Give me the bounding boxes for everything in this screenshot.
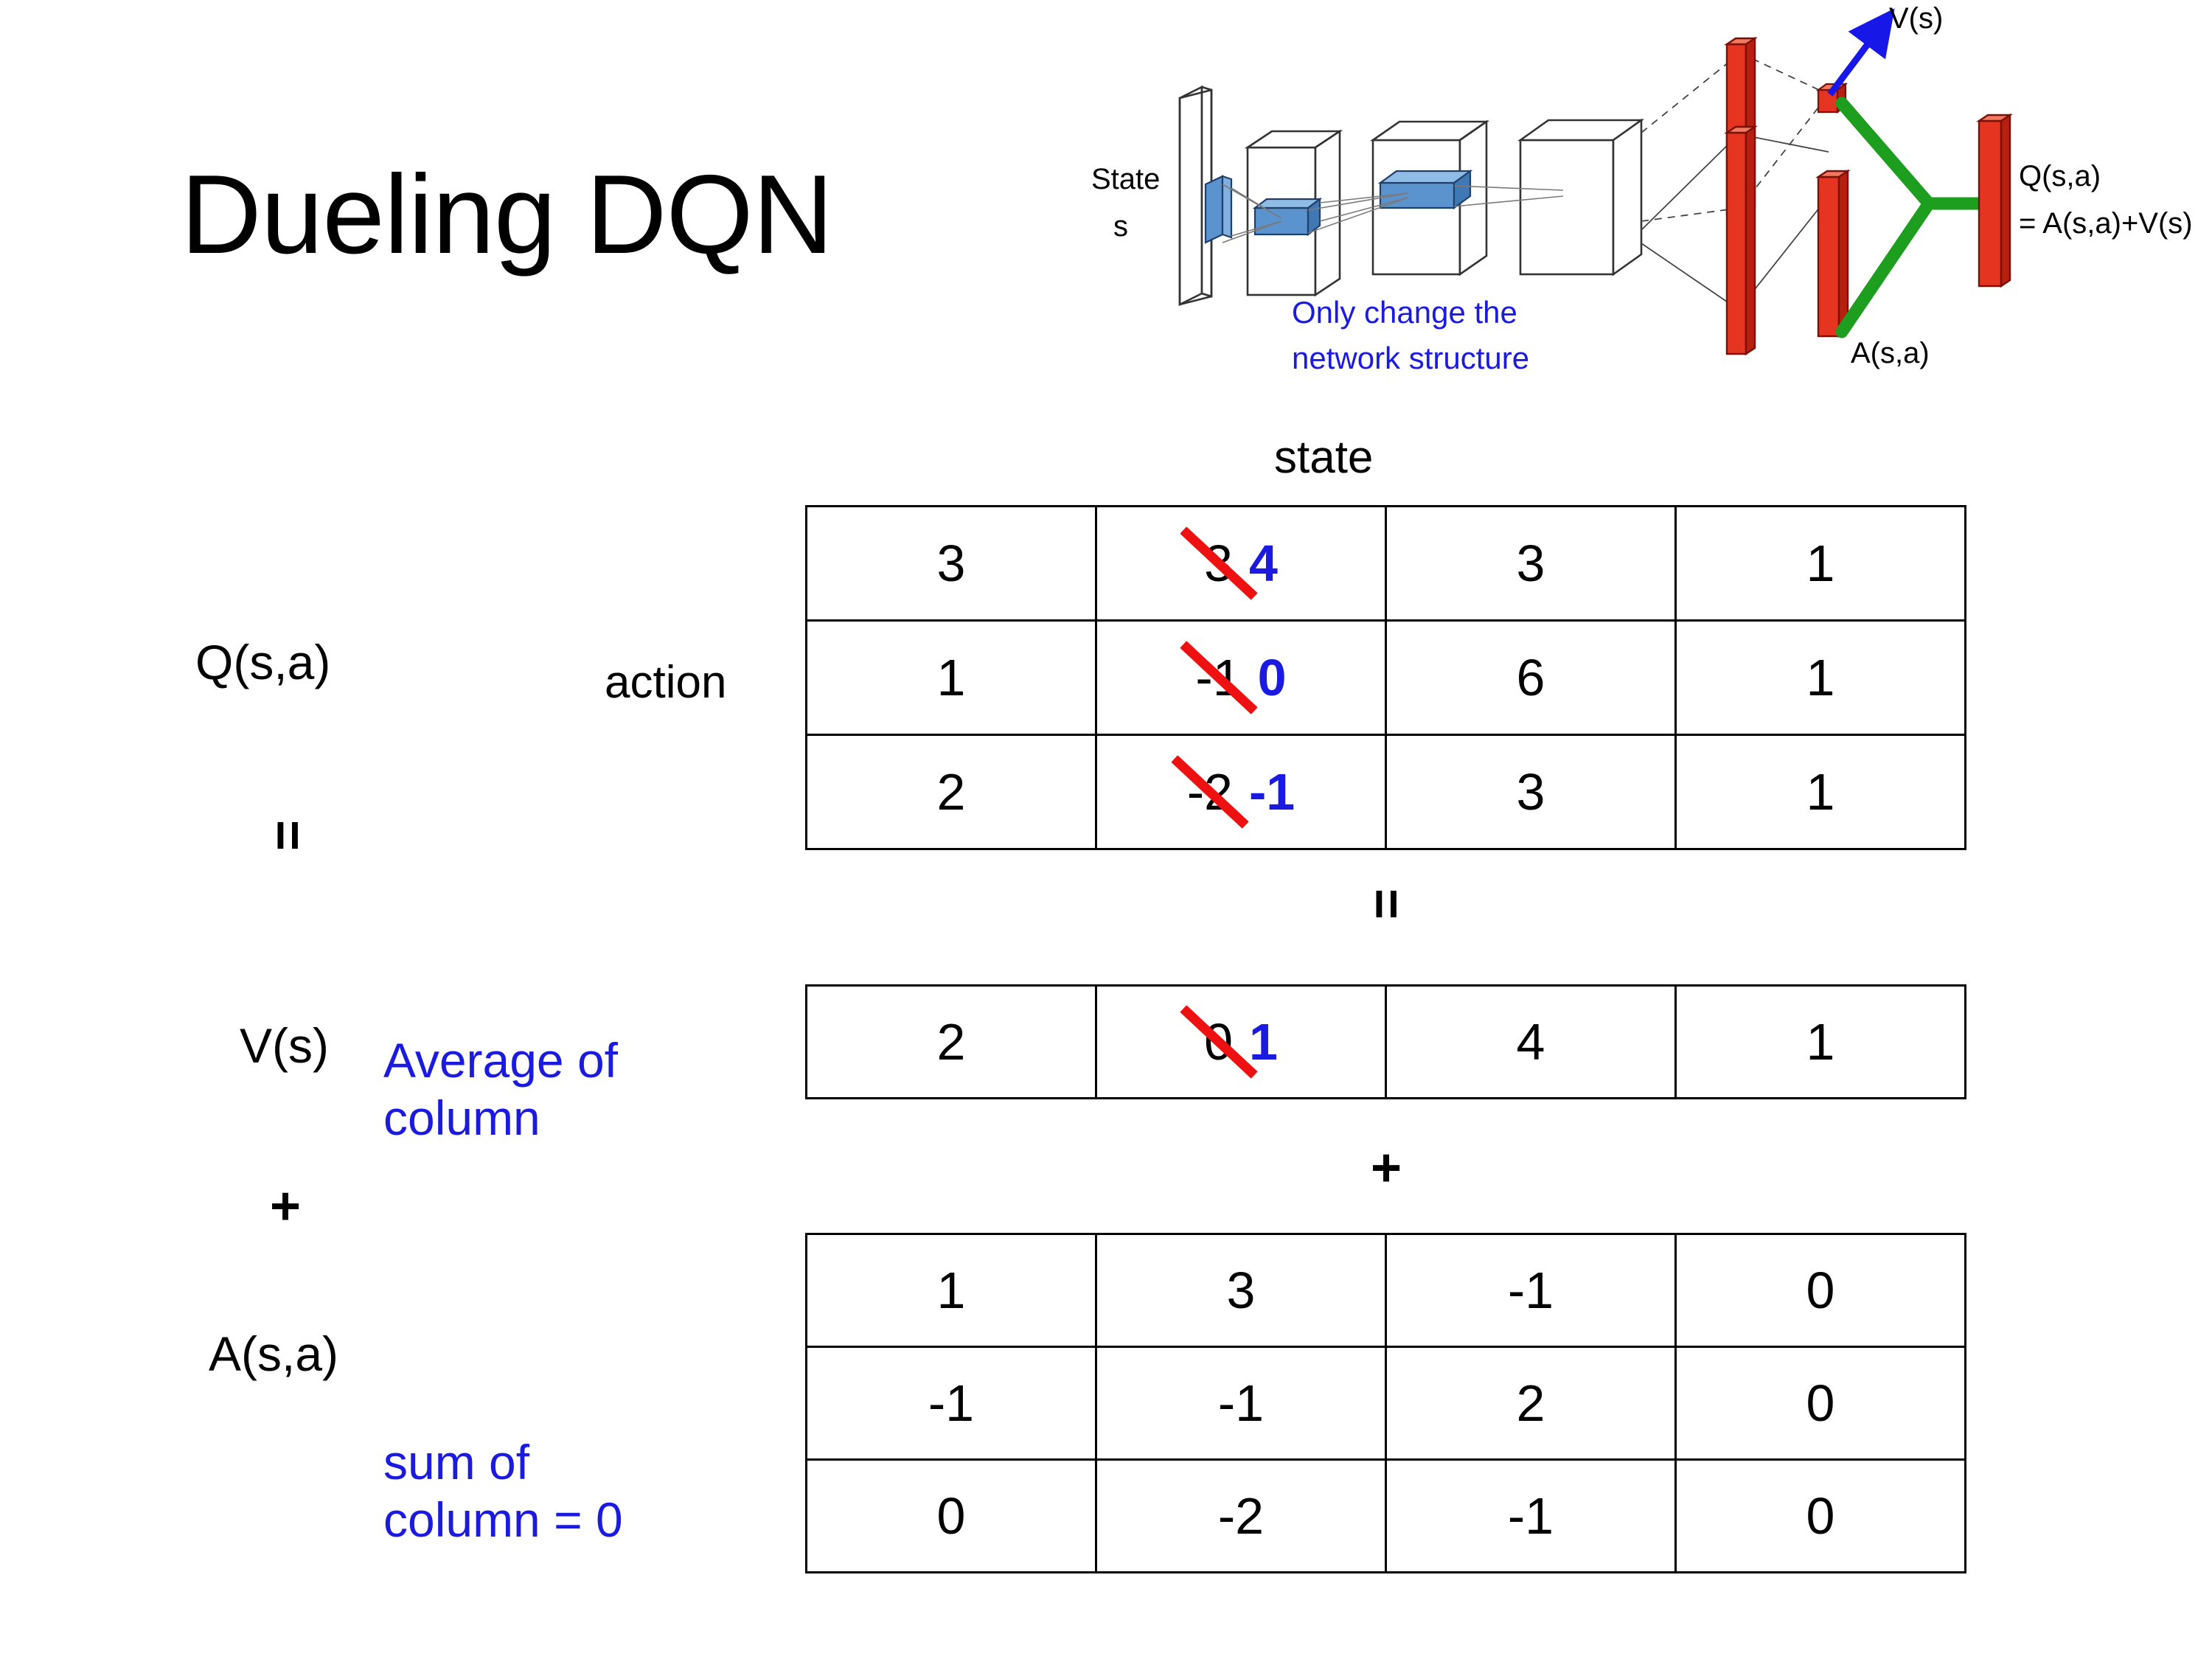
average-note-line1: Average of xyxy=(383,1033,619,1088)
table-row: 1 -1 0 6 1 xyxy=(805,619,1966,736)
q-output-bar-icon xyxy=(1976,113,2013,288)
old-value-text: -2 xyxy=(1186,763,1233,821)
q-cell-r0c3[interactable]: 1 xyxy=(1674,505,1966,622)
diagram-input-label-line1: State xyxy=(1091,163,1160,195)
edited-cell: 0 1 xyxy=(1179,1005,1278,1079)
dueling-network-diagram: State s Only change the network structur… xyxy=(1091,0,2212,413)
advantage-hidden-bar-icon xyxy=(1724,125,1758,356)
diagram-note-line1: Only change the xyxy=(1292,295,1517,330)
v-function-label: V(s) xyxy=(240,1018,329,1073)
sum-note-line1: sum of xyxy=(383,1435,530,1489)
old-value: 3 xyxy=(1179,526,1258,600)
old-value: -1 xyxy=(1179,641,1258,714)
input-patch-icon xyxy=(1204,175,1233,244)
table-row: 2 0 1 4 1 xyxy=(805,984,1966,1099)
q-cell-r2c1[interactable]: -2 -1 xyxy=(1095,734,1387,850)
average-note-line2: column xyxy=(383,1090,540,1145)
input-plane-icon xyxy=(1178,85,1213,307)
a-cell-r0c0[interactable]: 1 xyxy=(805,1233,1097,1348)
old-value-text: 3 xyxy=(1204,535,1233,592)
table-row: 2 -2 -1 3 1 xyxy=(805,734,1966,850)
v-cell-r0c3[interactable]: 1 xyxy=(1674,984,1966,1099)
a-cell-r2c3[interactable]: 0 xyxy=(1674,1458,1966,1573)
diagram-output-label-line1: Q(s,a) xyxy=(2019,160,2101,192)
a-cell-r0c3[interactable]: 0 xyxy=(1674,1233,1966,1348)
q-cell-r1c1[interactable]: -1 0 xyxy=(1095,619,1387,736)
a-cell-r0c1[interactable]: 3 xyxy=(1095,1233,1387,1348)
table-row: 1 3 -1 0 xyxy=(805,1233,1966,1348)
q-function-label: Q(s,a) xyxy=(195,635,331,689)
v-cell-r0c0[interactable]: 2 xyxy=(805,984,1097,1099)
new-value: 1 xyxy=(1249,1013,1278,1071)
connector-lines xyxy=(1222,184,1564,243)
state-axis-label: state xyxy=(1274,432,1374,483)
table-row: 3 3 4 3 1 xyxy=(805,505,1966,622)
sum-of-column-note: sum of column = 0 xyxy=(383,1434,623,1549)
new-value: 4 xyxy=(1249,535,1278,592)
q-cell-r1c3[interactable]: 1 xyxy=(1674,619,1966,736)
new-value: -1 xyxy=(1249,763,1295,821)
old-value: 0 xyxy=(1179,1005,1258,1079)
a-cell-r0c2[interactable]: -1 xyxy=(1385,1233,1677,1348)
a-cell-r1c0[interactable]: -1 xyxy=(805,1346,1097,1461)
table-row: -1 -1 2 0 xyxy=(805,1346,1966,1461)
v-value-table: 2 0 1 4 1 xyxy=(805,984,1966,1099)
a-cell-r2c0[interactable]: 0 xyxy=(805,1458,1097,1573)
diagram-advantage-label: A(s,a) xyxy=(1851,337,1930,369)
q-cell-r0c2[interactable]: 3 xyxy=(1385,505,1677,622)
sum-note-line2: column = 0 xyxy=(383,1492,623,1547)
old-value-text: 0 xyxy=(1204,1013,1233,1071)
average-of-column-note: Average of column xyxy=(383,1032,618,1147)
a-value-table: 1 3 -1 0 -1 -1 2 0 0 -2 -1 0 xyxy=(805,1233,1966,1573)
diagram-value-label: V(s) xyxy=(1889,2,1943,35)
plus-sign-left: + xyxy=(269,1177,302,1236)
edited-cell: -2 -1 xyxy=(1171,755,1295,829)
diagram-note-line2: network structure xyxy=(1292,341,1529,375)
merge-connector-icon xyxy=(1835,97,1992,338)
q-cell-r2c0[interactable]: 2 xyxy=(805,734,1097,850)
old-value: -2 xyxy=(1171,755,1249,829)
a-cell-r2c2[interactable]: -1 xyxy=(1385,1458,1677,1573)
conv-layer-3-icon xyxy=(1517,118,1645,276)
q-cell-r2c2[interactable]: 3 xyxy=(1385,734,1677,850)
q-value-table: 3 3 4 3 1 1 -1 0 6 1 2 xyxy=(805,505,1966,850)
a-cell-r1c2[interactable]: 2 xyxy=(1385,1346,1677,1461)
page-title: Dueling DQN xyxy=(181,152,833,277)
q-cell-r0c1[interactable]: 3 4 xyxy=(1095,505,1387,622)
diagram-input-label-line2: s xyxy=(1113,210,1128,243)
old-value-text: -1 xyxy=(1195,649,1242,706)
action-axis-label: action xyxy=(605,657,727,708)
edited-cell: 3 4 xyxy=(1179,526,1278,600)
v-cell-r0c2[interactable]: 4 xyxy=(1385,984,1677,1099)
q-cell-r1c2[interactable]: 6 xyxy=(1385,619,1677,736)
new-value: 0 xyxy=(1257,649,1287,706)
value-arrow-icon xyxy=(1827,8,1895,97)
q-cell-r2c3[interactable]: 1 xyxy=(1674,734,1966,850)
a-cell-r2c1[interactable]: -2 xyxy=(1095,1458,1387,1573)
equals-sign-left: = xyxy=(258,819,317,852)
q-cell-r1c0[interactable]: 1 xyxy=(805,619,1097,736)
equals-sign-middle: = xyxy=(1357,888,1416,920)
advantage-output-bar-icon xyxy=(1815,169,1851,338)
v-cell-r0c1[interactable]: 0 1 xyxy=(1095,984,1387,1099)
a-cell-r1c1[interactable]: -1 xyxy=(1095,1346,1387,1461)
a-cell-r1c3[interactable]: 0 xyxy=(1674,1346,1966,1461)
edited-cell: -1 0 xyxy=(1179,641,1287,714)
a-function-label: A(s,a) xyxy=(209,1326,339,1381)
q-cell-r0c0[interactable]: 3 xyxy=(805,505,1097,622)
diagram-output-label-line2: = A(s,a)+V(s) xyxy=(2019,207,2193,240)
table-row: 0 -2 -1 0 xyxy=(805,1458,1966,1573)
plus-sign-middle: + xyxy=(1370,1138,1402,1197)
conv-patch-1-icon xyxy=(1252,197,1323,237)
